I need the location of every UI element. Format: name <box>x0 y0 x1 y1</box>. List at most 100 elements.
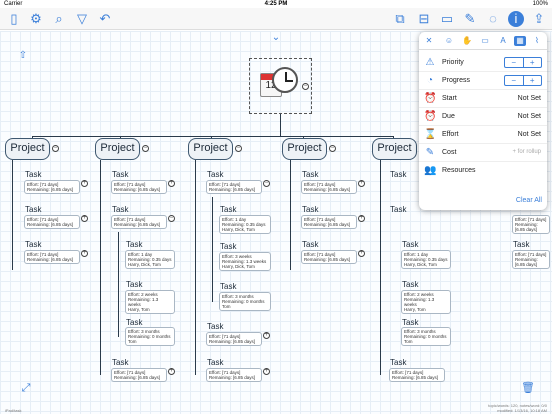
chevron-down-icon[interactable]: ⌄ <box>271 32 281 43</box>
task-topic[interactable]: Task <box>112 358 129 367</box>
due-value[interactable]: Not Set <box>517 113 541 120</box>
expand-button[interactable]: + <box>168 368 175 375</box>
task-note[interactable]: Effort: [71 days]Remaining: [6.85 days] <box>24 250 80 264</box>
task-note[interactable]: Effort: [71 days]Remaining: [6.85 days] <box>512 250 550 269</box>
close-icon[interactable]: ✕ <box>425 36 433 45</box>
collapse-root-button[interactable]: − <box>302 83 309 90</box>
progress-decrement-button[interactable]: − <box>511 76 517 85</box>
task-topic[interactable]: Task <box>25 170 42 179</box>
task-topic[interactable]: Task <box>302 240 319 249</box>
resources-row[interactable]: 👥 Resources <box>419 162 547 180</box>
gear-icon[interactable]: ⚙ <box>30 11 42 26</box>
subtask-topic[interactable]: Task <box>220 205 237 214</box>
task-topic[interactable]: Task <box>112 205 129 214</box>
progress-stepper[interactable]: − + <box>504 75 542 86</box>
start-value[interactable]: Not Set <box>517 95 541 102</box>
expand-button[interactable]: + <box>358 250 365 257</box>
project-topic[interactable]: Project <box>372 138 417 160</box>
expand-button[interactable]: + <box>168 180 175 187</box>
task-topic[interactable]: Task <box>207 358 224 367</box>
collapse-button[interactable]: − <box>168 215 175 222</box>
expand-button[interactable]: + <box>358 215 365 222</box>
task-topic[interactable]: Task <box>390 170 407 179</box>
collapse-project-button[interactable]: − <box>329 145 336 152</box>
project-topic[interactable]: Project <box>282 138 327 160</box>
task-note[interactable]: Effort: [71 days]Remaining: [6.85 days] <box>512 215 550 234</box>
task-topic[interactable]: Task <box>25 240 42 249</box>
subtask-topic[interactable]: Task <box>220 242 237 251</box>
collapse-project-button[interactable]: − <box>142 145 149 152</box>
smiley-icon[interactable]: ☺ <box>444 36 454 45</box>
project-topic[interactable]: Project <box>188 138 233 160</box>
hand-icon[interactable]: ✋ <box>462 36 472 45</box>
task-topic[interactable]: Task <box>390 205 407 214</box>
task-note[interactable]: Effort: [71 days]Remaining: [6.85 days] <box>111 215 167 229</box>
style-icon[interactable]: ◌ <box>489 11 497 26</box>
collapse-project-button[interactable]: − <box>52 145 59 152</box>
priority-decrement-button[interactable]: − <box>511 58 517 67</box>
text-style-icon[interactable]: A <box>500 36 506 45</box>
expand-button[interactable]: + <box>358 180 365 187</box>
share-icon[interactable]: ⇪ <box>533 11 545 26</box>
task-note[interactable]: Effort: [71 days]Remaining: [6.85 days] <box>389 368 445 382</box>
task-topic[interactable]: Task <box>513 240 530 249</box>
insert-child-icon[interactable]: ⊟ <box>418 11 430 26</box>
priority-increment-button[interactable]: + <box>522 58 542 67</box>
expand-button[interactable]: + <box>81 250 88 257</box>
effort-value[interactable]: Not Set <box>517 131 541 138</box>
start-row[interactable]: ⏰ Start Not Set <box>419 90 547 108</box>
task-topic[interactable]: Task <box>302 170 319 179</box>
insert-sibling-icon[interactable]: ⧉ <box>395 11 405 26</box>
task-note[interactable]: Effort: [71 days]Remaining: [6.85 days] <box>111 180 167 194</box>
task-note[interactable]: Effort: [71 days]Remaining: [6.85 days] <box>206 368 262 382</box>
subtask-topic[interactable]: Task <box>126 318 143 327</box>
cost-input[interactable]: + for rollup <box>512 149 541 155</box>
topic-shape-icon[interactable]: ▭ <box>440 11 454 26</box>
filter-icon[interactable]: ▽ <box>77 11 87 26</box>
subtask-topic[interactable]: Task <box>220 282 237 291</box>
note-icon[interactable]: ✎ <box>464 11 476 26</box>
task-note[interactable]: Effort: [71 days]Remaining: [6.85 days] <box>206 332 262 346</box>
subtask-topic[interactable]: Task <box>402 280 419 289</box>
task-note[interactable]: Effort: [71 days]Remaining: [6.85 days] <box>206 180 262 194</box>
task-note[interactable]: Effort: [71 days]Remaining: [6.85 days] <box>301 215 357 229</box>
priority-stepper[interactable]: − + <box>504 57 542 68</box>
collapse-project-button[interactable]: − <box>235 145 242 152</box>
task-topic[interactable]: Task <box>25 205 42 214</box>
task-topic[interactable]: Task <box>112 170 129 179</box>
task-note[interactable]: Effort: [71 days]Remaining: [6.85 days] <box>24 215 80 229</box>
home-icon[interactable]: ⇧ <box>18 50 28 61</box>
subtask-topic[interactable]: Task <box>402 318 419 327</box>
task-note[interactable]: Effort: [71 days]Remaining: [6.85 days] <box>24 180 80 194</box>
project-topic[interactable]: Project <box>95 138 140 160</box>
effort-row[interactable]: ⌛ Effort Not Set <box>419 126 547 144</box>
task-topic[interactable]: Task <box>302 205 319 214</box>
clear-all-button[interactable]: Clear All <box>515 197 542 204</box>
expand-button[interactable]: + <box>263 332 270 339</box>
sidebar-icon[interactable]: ▯ <box>10 11 18 26</box>
info-icon[interactable]: i <box>508 11 524 27</box>
task-topic[interactable]: Task <box>390 358 407 367</box>
root-topic[interactable]: 12 − <box>249 58 312 114</box>
task-note[interactable]: Effort: [71 days]Remaining: [6.85 days] <box>111 368 167 382</box>
subtask-topic[interactable]: Task <box>126 280 143 289</box>
project-topic[interactable]: Project <box>5 138 50 160</box>
task-topic[interactable]: Task <box>207 170 224 179</box>
task-note[interactable]: Effort: [71 days]Remaining: [6.85 days] <box>301 250 357 264</box>
expand-button[interactable]: + <box>81 180 88 187</box>
progress-increment-button[interactable]: + <box>522 76 542 85</box>
task-topic[interactable]: Task <box>207 322 224 331</box>
task-note[interactable]: Effort: [71 days]Remaining: [6.85 days] <box>301 180 357 194</box>
search-icon[interactable]: ⌕ <box>55 11 63 26</box>
collapse-button[interactable]: − <box>263 180 270 187</box>
rectangle-icon[interactable]: ▭ <box>481 36 489 45</box>
expand-button[interactable]: + <box>81 215 88 222</box>
undo-icon[interactable]: ↶ <box>99 11 111 26</box>
